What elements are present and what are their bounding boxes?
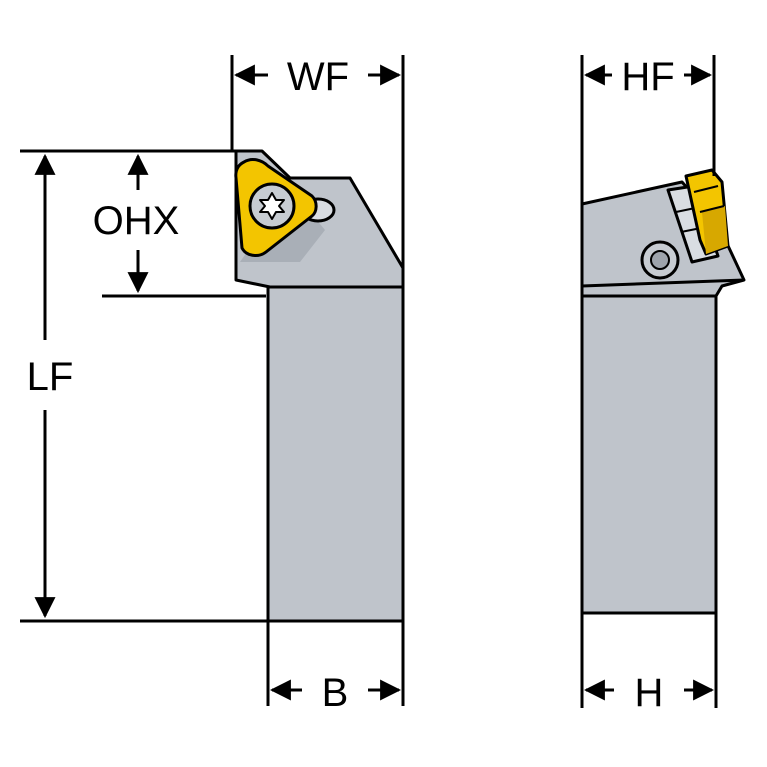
front-screw-torx-icon <box>259 192 285 220</box>
side-insert-edge <box>699 205 725 213</box>
side-shank <box>580 294 718 615</box>
side-insert-edge <box>693 185 719 193</box>
b-label: B <box>322 671 349 715</box>
h-label: H <box>635 671 664 715</box>
wf-label: WF <box>287 55 349 99</box>
dimension-labels: WF HF OHX LF B H <box>27 55 675 715</box>
side-screw-head-icon <box>650 250 670 270</box>
lf-label: LF <box>27 355 74 399</box>
dimensions <box>20 55 718 708</box>
side-insert-shade <box>702 206 728 254</box>
hf-label: HF <box>621 55 674 99</box>
ohx-label: OHX <box>93 199 180 243</box>
front-shank <box>266 285 405 623</box>
side-view <box>580 168 746 615</box>
side-head-edge <box>581 278 745 288</box>
front-view <box>234 149 405 623</box>
